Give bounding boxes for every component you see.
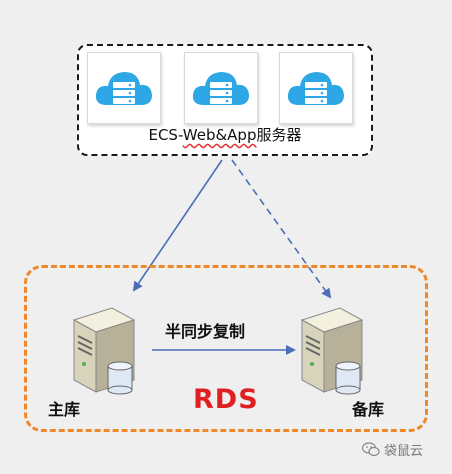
primary-db-label: 主库 bbox=[48, 400, 81, 419]
cloud-server-icon bbox=[95, 72, 152, 105]
ecs-to-primary-arrow bbox=[132, 159, 223, 292]
ecs-label-suffix: 服务器 bbox=[256, 126, 302, 144]
cloud-server-icon bbox=[287, 72, 344, 105]
database-server-icon bbox=[72, 307, 136, 395]
wechat-icon bbox=[362, 442, 380, 457]
replication-label: 半同步复制 bbox=[165, 322, 246, 341]
ecs-group-label: ECS-Web&App服务器 bbox=[100, 124, 350, 145]
ecs-label-prefix: ECS- bbox=[148, 126, 183, 144]
ecs-label-webapp: Web&App bbox=[182, 126, 257, 144]
cloud-server-icon bbox=[192, 72, 249, 105]
ecs-to-standby-arrow bbox=[231, 159, 332, 299]
standby-db-label: 备库 bbox=[352, 400, 385, 419]
watermark: 袋鼠云 bbox=[362, 440, 423, 459]
database-server-icon bbox=[300, 307, 364, 395]
ecs-server-tile-2 bbox=[184, 52, 258, 124]
rds-group bbox=[24, 265, 428, 432]
ecs-server-tile-3 bbox=[279, 52, 353, 124]
ecs-server-tile-1 bbox=[87, 52, 161, 124]
watermark-text: 袋鼠云 bbox=[384, 444, 424, 459]
rds-title: RDS bbox=[193, 384, 259, 415]
